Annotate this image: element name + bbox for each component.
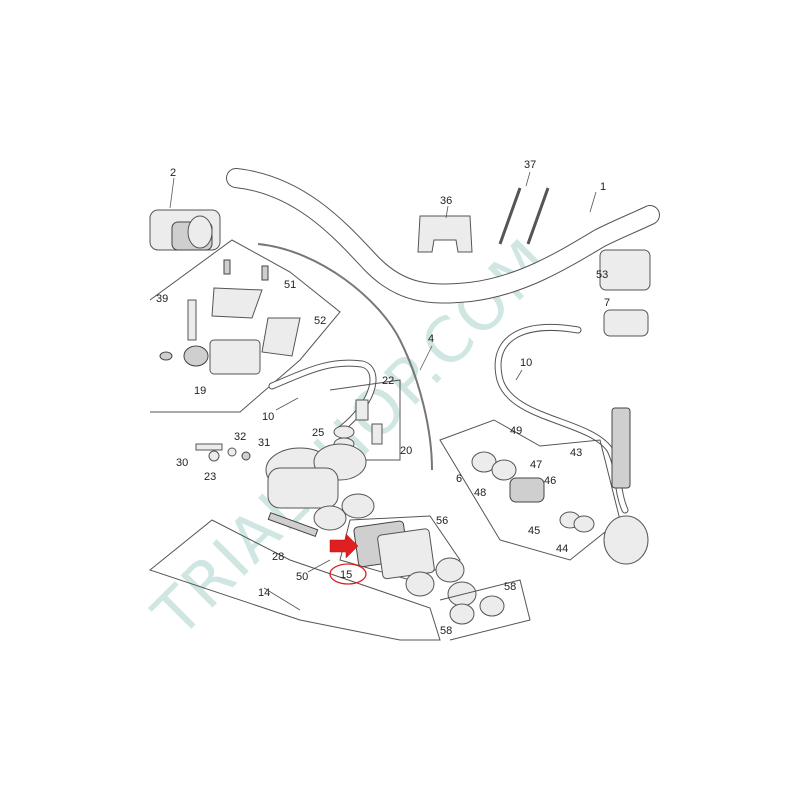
callout-32: 32 xyxy=(234,431,246,443)
callout-37: 37 xyxy=(524,159,536,171)
throttle-assembly xyxy=(149,209,221,251)
callout-44: 44 xyxy=(556,543,568,555)
callout-10b: 10 xyxy=(520,357,532,369)
handlebar-clamp xyxy=(417,187,550,253)
brake-caliper xyxy=(148,443,531,641)
callout-30: 30 xyxy=(176,457,188,469)
callout-19: 19 xyxy=(194,385,206,397)
callout-47: 47 xyxy=(530,459,542,471)
callout-2: 2 xyxy=(170,167,176,179)
callout-58a: 58 xyxy=(504,581,516,593)
callout-53: 53 xyxy=(596,269,608,281)
callout-25: 25 xyxy=(312,427,324,439)
callout-20: 20 xyxy=(400,445,412,457)
callout-6: 6 xyxy=(456,473,462,485)
callout-14: 14 xyxy=(258,587,270,599)
callout-15: 15 xyxy=(340,569,352,581)
callout-1: 1 xyxy=(600,181,606,193)
callout-28: 28 xyxy=(272,551,284,563)
handlebar xyxy=(226,168,660,304)
callout-43: 43 xyxy=(570,447,582,459)
callout-7: 7 xyxy=(604,297,610,309)
callout-10a: 10 xyxy=(262,411,274,423)
small-hardware xyxy=(195,443,251,462)
callout-labels: 1 2 4 6 7 10 10 14 15 19 20 22 23 25 28 … xyxy=(156,159,610,637)
callout-52: 52 xyxy=(314,315,326,327)
callout-51: 51 xyxy=(284,279,296,291)
leader-lines xyxy=(263,171,597,611)
left-master-cylinder xyxy=(149,239,341,413)
callout-45: 45 xyxy=(528,525,540,537)
callout-48: 48 xyxy=(474,487,486,499)
callout-31: 31 xyxy=(258,437,270,449)
callout-50: 50 xyxy=(296,571,308,583)
callout-22: 22 xyxy=(382,375,394,387)
highlight-circle xyxy=(329,563,367,585)
callout-4: 4 xyxy=(428,333,434,345)
callout-39: 39 xyxy=(156,293,168,305)
highlight-arrow-icon xyxy=(329,533,359,559)
master-cylinder-internals xyxy=(439,419,621,561)
callout-49: 49 xyxy=(510,425,522,437)
right-lever-assembly xyxy=(599,249,651,565)
callout-58b: 58 xyxy=(440,625,452,637)
callout-23: 23 xyxy=(204,471,216,483)
callout-36: 36 xyxy=(440,195,452,207)
callout-46: 46 xyxy=(544,475,556,487)
callout-56: 56 xyxy=(436,515,448,527)
